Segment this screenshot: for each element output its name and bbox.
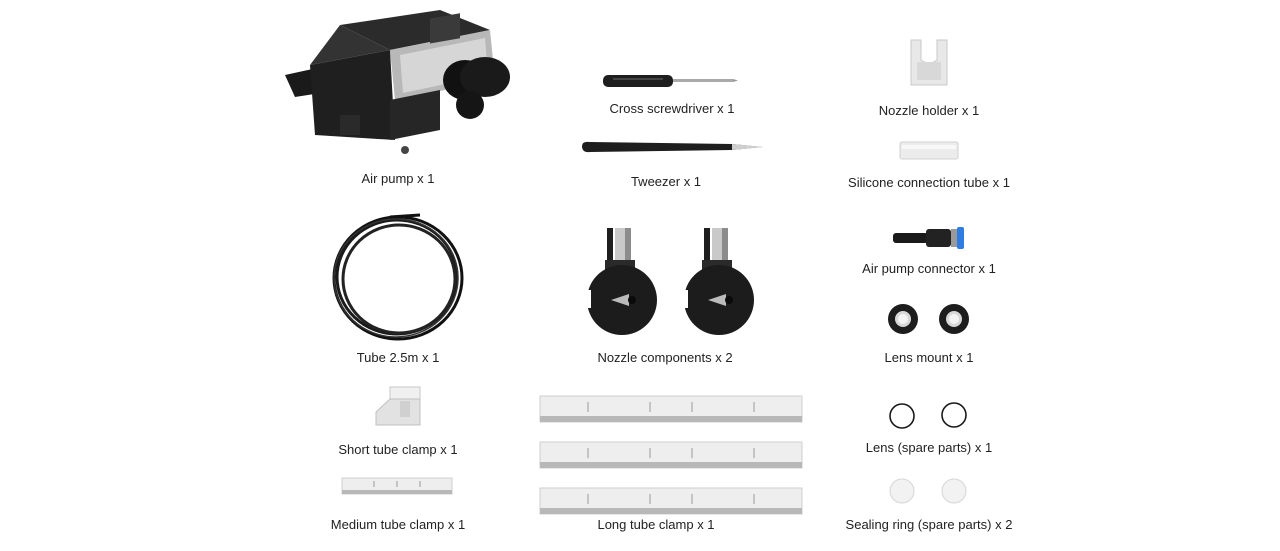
- nozzle-components-label: Nozzle components x 2: [597, 350, 733, 365]
- silicone-tube-label: Silicone connection tube x 1: [848, 175, 1010, 190]
- silicone-tube-image: [899, 141, 959, 160]
- nozzle-components-image: [585, 228, 754, 335]
- long-tube-clamp-label: Long tube clamp x 1: [597, 517, 715, 532]
- nozzle-holder-image: [910, 39, 948, 86]
- long-tube-clamp-image: [539, 395, 803, 515]
- air-pump-connector-label: Air pump connector x 1: [862, 261, 996, 276]
- air-pump-connector-image: [893, 227, 964, 249]
- tube-coil-label: Tube 2.5m x 1: [356, 350, 440, 365]
- sealing-ring-image: [889, 478, 967, 504]
- tweezer-label: Tweezer x 1: [630, 174, 702, 189]
- medium-tube-clamp-label: Medium tube clamp x 1: [330, 517, 466, 532]
- lens-label: Lens (spare parts) x 1: [865, 440, 993, 455]
- screwdriver-image: [603, 75, 738, 87]
- air-pump-image: [285, 10, 510, 154]
- tube-coil-image: [332, 213, 464, 341]
- lens-mount-image: [888, 304, 969, 334]
- lens-image: [889, 402, 967, 429]
- screwdriver-label: Cross screwdriver x 1: [609, 101, 735, 116]
- sealing-ring-label: Sealing ring (spare parts) x 2: [845, 517, 1013, 532]
- lens-mount-label: Lens mount x 1: [884, 350, 974, 365]
- medium-tube-clamp-image: [341, 477, 453, 495]
- tweezer-image: [582, 141, 764, 153]
- short-tube-clamp-label: Short tube clamp x 1: [338, 442, 458, 457]
- air-pump-label: Air pump x 1: [361, 171, 435, 186]
- short-tube-clamp-image: [375, 386, 421, 426]
- nozzle-holder-label: Nozzle holder x 1: [878, 103, 980, 118]
